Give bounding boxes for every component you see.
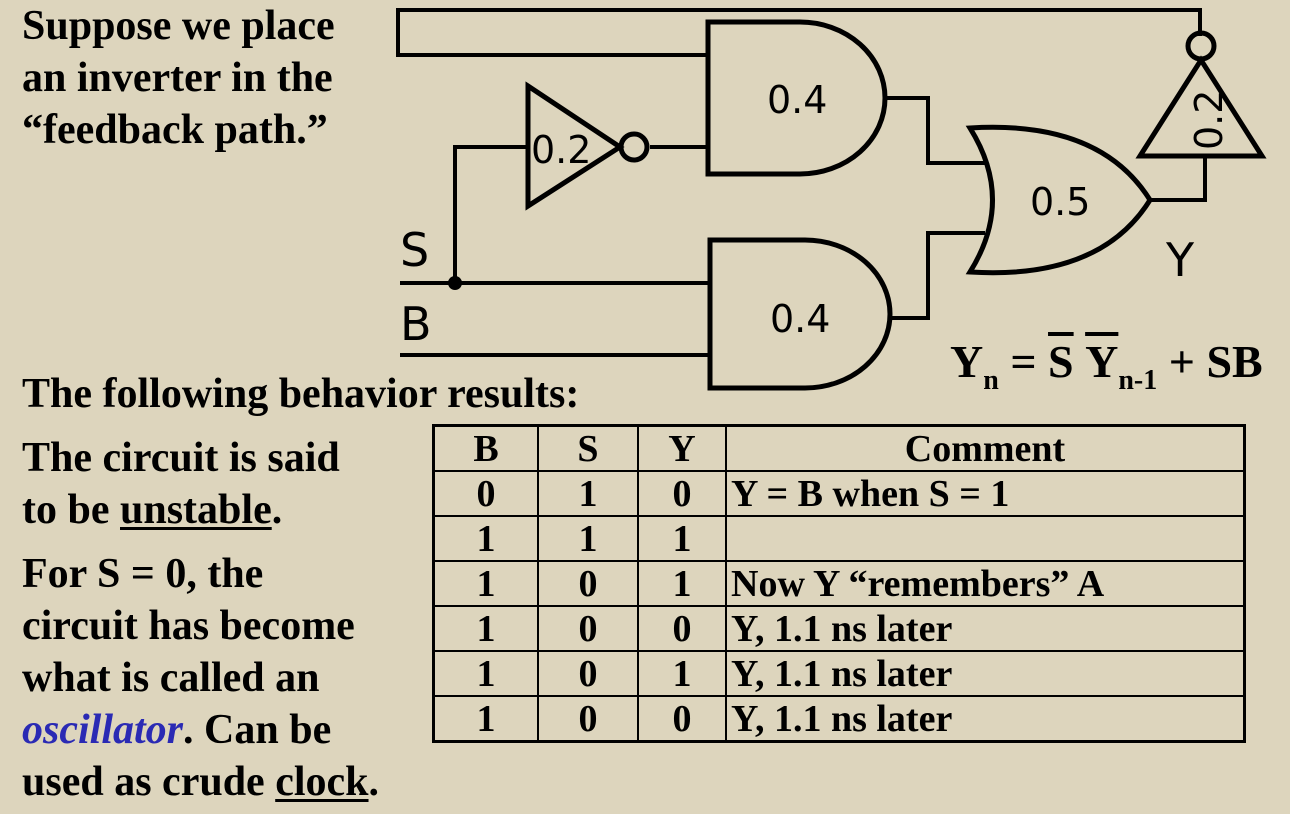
boolean-equation: Yn = S Yn-1 + SB (950, 336, 1263, 396)
cell-b: 1 (432, 560, 539, 607)
signal-b-label: B (400, 297, 432, 351)
intro-line-3: “feedback path.” (22, 107, 328, 153)
table-row: 1 0 0 Y, 1.1 ns later (432, 605, 1246, 652)
table-row: 0 1 0 Y = B when S = 1 (432, 470, 1246, 517)
cell-b: 1 (432, 695, 539, 743)
cell-comment: Y, 1.1 ns later (725, 605, 1246, 652)
and-gate-bottom (707, 237, 893, 391)
cell-y: 1 (637, 650, 727, 697)
cell-y: 0 (637, 470, 727, 517)
cell-y: 1 (637, 515, 727, 562)
table-row: 1 0 0 Y, 1.1 ns later (432, 695, 1246, 743)
and-bottom-delay-label: 0.4 (770, 297, 830, 341)
inverter-feedback (1135, 30, 1267, 159)
header-comment: Comment (725, 424, 1246, 472)
table-row: 1 0 1 Y, 1.1 ns later (432, 650, 1246, 697)
cell-y: 1 (637, 560, 727, 607)
table-header-row: B S Y Comment (432, 424, 1246, 472)
behavior-heading: The following behavior results: (22, 371, 580, 417)
cell-s: 1 (537, 470, 639, 517)
intro-line-1: Suppose we place (22, 3, 335, 49)
cell-b: 1 (432, 650, 539, 697)
intro-line-2: an inverter in the (22, 55, 333, 101)
table-row: 1 0 1 Now Y “remembers” A (432, 560, 1246, 607)
cell-y: 0 (637, 695, 727, 743)
signal-y-label: Y (1165, 233, 1195, 287)
cell-s: 1 (537, 515, 639, 562)
left-text-line-4: circuit has become (22, 603, 355, 649)
cell-comment: Y = B when S = 1 (725, 470, 1246, 517)
cell-y: 0 (637, 605, 727, 652)
header-y: Y (637, 424, 727, 472)
left-text-line-3: For S = 0, the (22, 551, 264, 597)
signal-s-label: S (400, 223, 429, 277)
cell-b: 1 (432, 515, 539, 562)
and-gate-top (705, 19, 888, 177)
inverter-left (525, 81, 650, 211)
inverter-left-delay-label: 0.2 (531, 128, 591, 172)
table-row: 1 1 1 (432, 515, 1246, 562)
cell-comment (725, 515, 1246, 562)
cell-s: 0 (537, 560, 639, 607)
left-text-line-2: to be unstable. (22, 487, 283, 533)
cell-s: 0 (537, 650, 639, 697)
left-text-line-6: oscillator. Can be (22, 707, 332, 753)
left-text-line-5: what is called an (22, 655, 320, 701)
or-delay-label: 0.5 (1030, 180, 1090, 224)
junction-dot (448, 276, 462, 290)
left-text-line-7: used as crude clock. (22, 759, 380, 805)
or-gate (965, 124, 1153, 276)
header-s: S (537, 424, 639, 472)
cell-b: 1 (432, 605, 539, 652)
cell-b: 0 (432, 470, 539, 517)
cell-s: 0 (537, 695, 639, 743)
inverter-feedback-delay-label: 0.2 (1187, 90, 1231, 150)
cell-comment: Y, 1.1 ns later (725, 695, 1246, 743)
left-text-line-1: The circuit is said (22, 435, 340, 481)
and-top-delay-label: 0.4 (767, 78, 827, 122)
header-b: B (432, 424, 539, 472)
cell-comment: Y, 1.1 ns later (725, 650, 1246, 697)
behavior-table: B S Y Comment 0 1 0 Y = B when S = 1 1 1… (432, 424, 1246, 743)
circuit-diagram: 0.4 0.4 0.2 0.5 0.2 S B Y (396, 8, 1267, 391)
cell-s: 0 (537, 605, 639, 652)
cell-comment: Now Y “remembers” A (725, 560, 1246, 607)
